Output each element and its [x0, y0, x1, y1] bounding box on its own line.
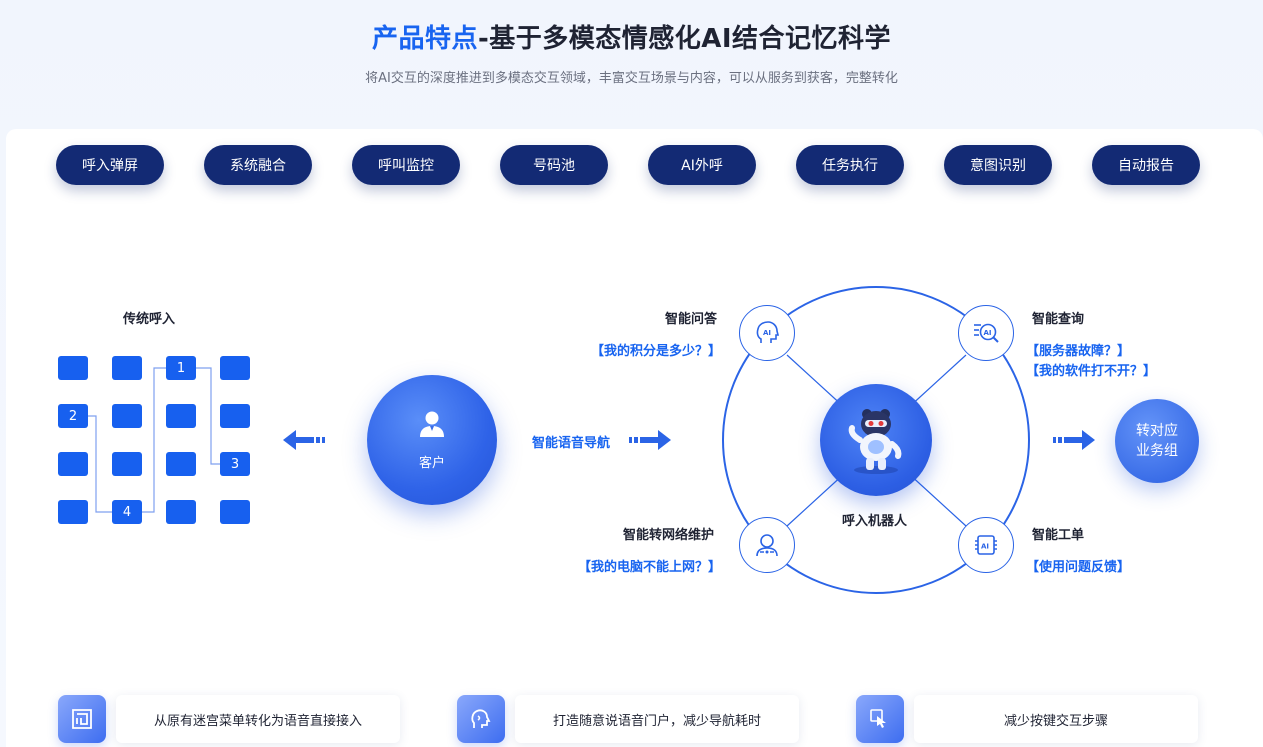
- menu-box: [220, 356, 250, 380]
- qa-title: 智能问答: [665, 312, 718, 327]
- arrow-right-to-destination: [1053, 430, 1095, 450]
- arrow-left-to-grid: [283, 430, 325, 450]
- tab-ai-outbound[interactable]: AI外呼: [648, 145, 756, 185]
- tab-task-execution[interactable]: 任务执行: [796, 145, 904, 185]
- transfer-title: 智能转网络维护: [623, 528, 715, 543]
- robot-ring: [722, 286, 1030, 594]
- maze-lines: [88, 367, 220, 513]
- menu-box: [58, 452, 88, 476]
- maze-icon: [58, 695, 106, 743]
- query-title: 智能查询: [1032, 312, 1085, 327]
- ai-chip-icon: AI: [975, 535, 997, 555]
- tab-auto-report[interactable]: 自动报告: [1092, 145, 1200, 185]
- menu-box-step-2: 2: [58, 404, 88, 428]
- ai-head-icon: AI: [756, 321, 780, 343]
- menu-box: [220, 404, 250, 428]
- menu-box: [166, 500, 196, 524]
- destination-line-2: 业务组: [1136, 443, 1178, 459]
- transfer-example: 【我的电脑不能上网？】: [578, 560, 722, 575]
- ticket-title: 智能工单: [1032, 528, 1085, 543]
- query-example-2: 【我的软件打不开？】: [1026, 364, 1157, 379]
- support-agent-icon: [756, 534, 778, 557]
- arrow-right-to-robot: [629, 430, 671, 450]
- transfer-node: [739, 517, 795, 573]
- navigation-label: 智能语音导航: [532, 436, 611, 451]
- customer-label: 客户: [418, 456, 445, 471]
- svg-text:AI: AI: [984, 329, 992, 337]
- menu-box: [58, 500, 88, 524]
- tab-number-pool[interactable]: 号码池: [500, 145, 608, 185]
- traditional-title: 传统呼入: [123, 312, 176, 327]
- speaking-head-icon: [457, 695, 505, 743]
- maze-glyph: [72, 709, 92, 729]
- qa-node: AI: [739, 305, 795, 361]
- tab-intent-recognition[interactable]: 意图识别: [944, 145, 1052, 185]
- tab-call-popup[interactable]: 呼入弹屏: [56, 145, 164, 185]
- tab-call-monitor[interactable]: 呼叫监控: [352, 145, 460, 185]
- menu-box: [166, 452, 196, 476]
- menu-box-step-3: 3: [220, 452, 250, 476]
- robot-bear-icon: [848, 409, 902, 474]
- page-subtitle: 将AI交互的深度推进到多模态交互领域，丰富交互场景与内容，可以从服务到获客，完整…: [365, 71, 898, 86]
- destination-circle: 转对应 业务组: [1115, 399, 1199, 483]
- title-rest: -基于多模态情感化AI结合记忆科学: [477, 24, 892, 54]
- feature-card-1: 从原有迷宫菜单转化为语音直接接入: [116, 695, 400, 743]
- menu-box-step-4: 4: [112, 500, 142, 524]
- robot-label: 呼入机器人: [842, 514, 908, 529]
- svg-text:AI: AI: [981, 543, 989, 551]
- title-highlight: 产品特点: [371, 24, 478, 54]
- svg-text:AI: AI: [763, 329, 771, 337]
- menu-box: [112, 356, 142, 380]
- touch-tap-glyph: [870, 709, 886, 728]
- speaking-head-glyph: [471, 709, 491, 728]
- menu-box: [58, 356, 88, 380]
- menu-box: [166, 404, 196, 428]
- touch-tap-icon: [856, 695, 904, 743]
- user-icon: [420, 411, 444, 437]
- robot-circle: [820, 384, 932, 496]
- ticket-node: AI: [958, 517, 1014, 573]
- ai-search-icon: AI: [974, 323, 999, 343]
- page-title: 产品特点-基于多模态情感化AI结合记忆科学: [0, 18, 1263, 55]
- menu-box: [112, 452, 142, 476]
- qa-example: 【我的积分是多少？】: [591, 344, 722, 359]
- menu-box: [112, 404, 142, 428]
- query-node: AI: [958, 305, 1014, 361]
- query-example-1: 【服务器故障？】: [1026, 344, 1131, 359]
- menu-box-step-1: 1: [166, 356, 196, 380]
- feature-card-3: 减少按键交互步骤: [914, 695, 1198, 743]
- destination-line-1: 转对应: [1136, 423, 1178, 439]
- customer-circle: 客户: [367, 375, 497, 505]
- feature-card-2: 打造随意说语音门户，减少导航耗时: [515, 695, 799, 743]
- tab-system-integration[interactable]: 系统融合: [204, 145, 312, 185]
- header: 产品特点-基于多模态情感化AI结合记忆科学 将AI交互的深度推进到多模态交互领域…: [0, 0, 1263, 128]
- ticket-example: 【使用问题反馈】: [1026, 560, 1131, 575]
- menu-box: [220, 500, 250, 524]
